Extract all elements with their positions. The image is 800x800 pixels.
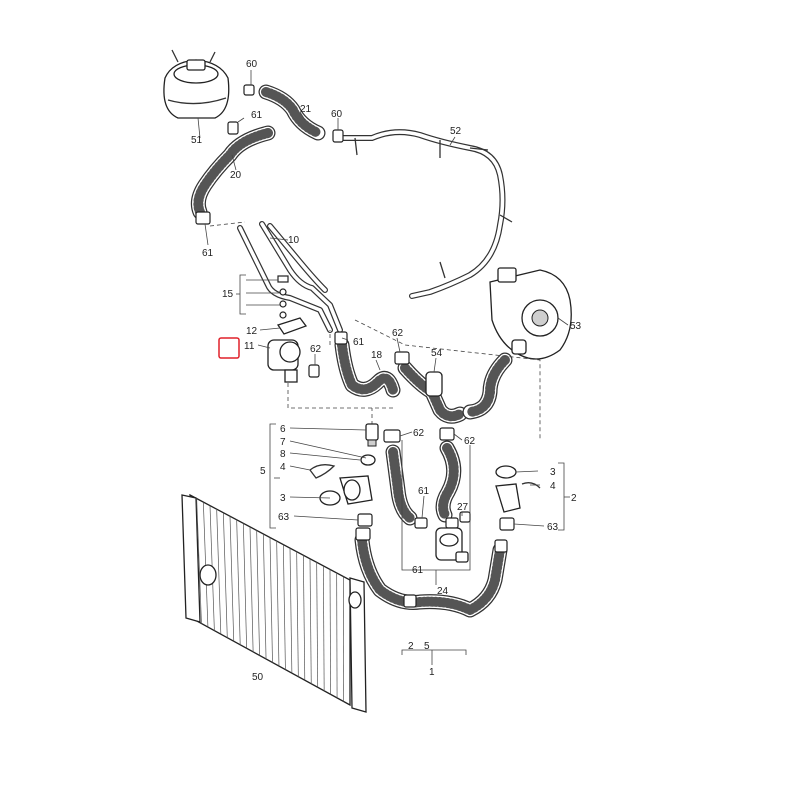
label-60-mid: 60 (331, 109, 343, 120)
label-11: 11 (244, 341, 255, 352)
label-27: 27 (457, 502, 469, 513)
label-63-left: 63 (278, 512, 290, 523)
radiator-50 (181, 493, 367, 713)
radiator-fin (249, 526, 254, 652)
radiator-fin (256, 530, 260, 656)
radiator-fin (276, 541, 280, 667)
hose-24-left (385, 444, 418, 526)
radiator-fin (236, 519, 241, 645)
label-5: 5 (260, 466, 266, 477)
highlight-box[interactable] (218, 337, 240, 359)
label-50: 50 (252, 672, 264, 683)
label-18: 18 (371, 350, 383, 361)
label-53: 53 (570, 321, 582, 332)
radiator-fin (302, 555, 306, 681)
hose-21 (258, 84, 326, 141)
radiator-fin (196, 498, 202, 624)
label-20: 20 (230, 170, 242, 181)
radiator-fin (309, 558, 312, 684)
auxiliary-pump-11 (267, 339, 301, 383)
radiator-fin (329, 569, 331, 695)
radiator-fin (269, 537, 273, 663)
radiator-fin (296, 551, 299, 677)
label-6: 6 (280, 424, 286, 435)
radiator-fin (262, 533, 267, 659)
sensor-6 (365, 423, 379, 447)
label-10: 10 (288, 235, 300, 246)
seal-8 (360, 454, 376, 466)
radiator-fin (289, 548, 293, 674)
hose-to-53 (462, 352, 513, 420)
label-60-top: 60 (246, 59, 258, 70)
label-61-lower: 61 (418, 486, 430, 497)
radiator-fin (202, 502, 209, 628)
label-62-upper: 62 (392, 328, 404, 339)
label-62-mid-right: 62 (464, 436, 476, 447)
label-51: 51 (191, 135, 203, 146)
label-2: 2 (571, 493, 577, 504)
bracket-lines (236, 274, 570, 665)
label-61-tank: 61 (251, 110, 263, 121)
radiator-fin (316, 562, 319, 688)
radiator-fin (229, 516, 235, 642)
label-21: 21 (300, 104, 312, 115)
label-63-right: 63 (547, 522, 559, 533)
clip-4-left (309, 464, 336, 479)
label-1: 1 (429, 667, 435, 678)
connector-2 (495, 465, 541, 531)
label-4-left: 4 (280, 462, 286, 473)
bolt-set-15 (276, 275, 308, 335)
thermostat-housing-53 (489, 267, 572, 360)
label-7: 7 (280, 437, 286, 448)
expansion-tank (163, 49, 230, 119)
label-62-pump: 62 (310, 344, 322, 355)
guide-lines (209, 221, 541, 440)
label-61-left: 61 (202, 248, 214, 259)
radiator-fin (282, 544, 286, 670)
radiator-fin (242, 523, 248, 649)
label-3-right: 3 (550, 467, 556, 478)
label-5-bottom: 5 (424, 641, 430, 652)
radiator-fin (322, 565, 325, 691)
label-62-mid-left: 62 (413, 428, 425, 439)
pipe-10 (237, 221, 343, 333)
label-24: 24 (437, 586, 449, 597)
label-8: 8 (280, 449, 286, 460)
label-4-right: 4 (550, 481, 556, 492)
lower-radiator-hose (354, 532, 508, 618)
label-15: 15 (222, 289, 234, 300)
hose-20 (190, 125, 276, 220)
label-61-bottom: 61 (412, 565, 424, 576)
pipe-52 (337, 129, 513, 299)
connector-54 (394, 351, 468, 424)
label-12: 12 (246, 326, 258, 337)
label-52: 52 (450, 126, 462, 137)
connector-5 (319, 475, 373, 527)
hose-24-right (435, 440, 462, 523)
label-61-mid: 61 (353, 337, 365, 348)
radiator-fin (216, 509, 222, 635)
leader-lines (197, 70, 569, 527)
radiator-fin (222, 512, 228, 638)
label-2-bottom: 2 (408, 641, 414, 652)
label-3-left: 3 (280, 493, 286, 504)
hose-18 (334, 337, 401, 398)
part-labels: 60 21 61 60 52 51 20 61 10 15 12 11 62 6… (191, 59, 582, 683)
label-54: 54 (431, 348, 443, 359)
